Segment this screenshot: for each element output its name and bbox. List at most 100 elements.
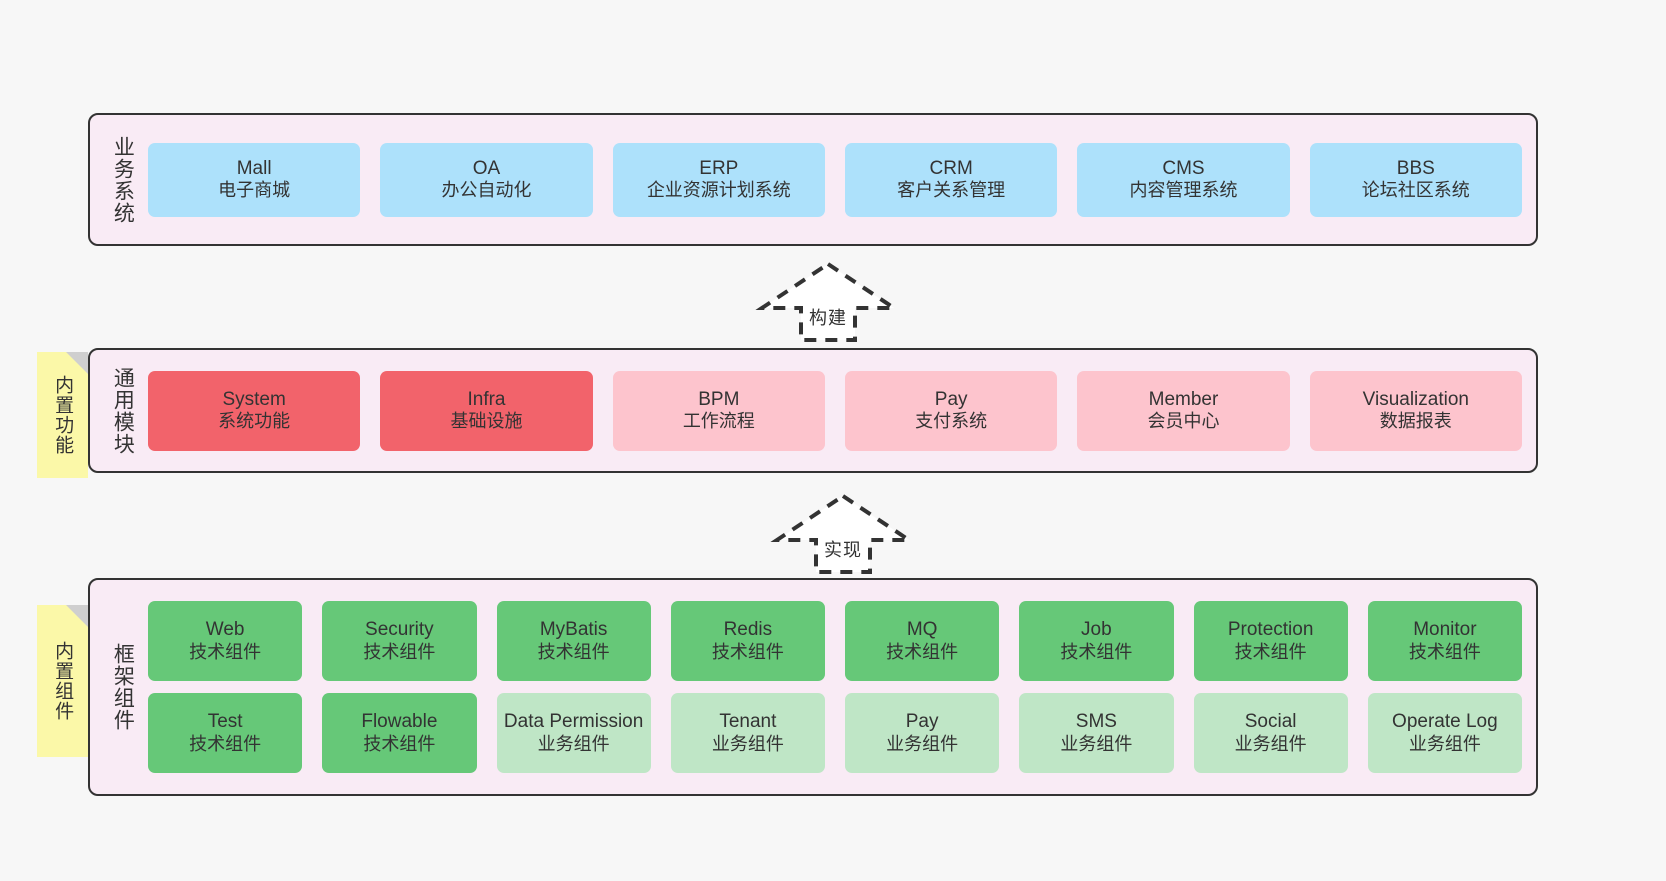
card-subtitle: 支付系统: [915, 411, 988, 432]
card-business-crm[interactable]: CRM 客户关系管理: [844, 142, 1058, 217]
framework-component-row-tech: Web 技术组件 Security 技术组件 MyBatis 技术组件 Redi…: [148, 601, 1522, 681]
card-subtitle: 客户关系管理: [897, 180, 1006, 201]
sticky-note-builtin-function: 内置功能: [37, 352, 88, 478]
card-title: Redis: [723, 619, 773, 641]
card-subtitle: 技术组件: [189, 733, 262, 754]
card-component-sms[interactable]: SMS 业务组件: [1019, 693, 1174, 773]
sticky-note-builtin-component: 内置组件: [37, 605, 88, 757]
card-component-tenant[interactable]: Tenant 业务组件: [670, 693, 825, 773]
arrow-up-dashed-icon: [755, 261, 901, 342]
card-subtitle: 技术组件: [363, 641, 436, 662]
card-title: Flowable: [361, 711, 438, 733]
card-title: Social: [1244, 711, 1297, 733]
card-title: Protection: [1227, 619, 1314, 641]
card-title: Operate Log: [1392, 711, 1498, 733]
card-subtitle: 业务组件: [1234, 733, 1307, 754]
layer-framework-component: 框架组件 Web 技术组件 Security 技术组件 MyBatis 技术组件…: [88, 578, 1538, 796]
card-module-bpm[interactable]: BPM 工作流程: [612, 370, 825, 451]
card-subtitle: 业务组件: [537, 733, 610, 754]
card-component-social[interactable]: Social 业务组件: [1193, 693, 1348, 773]
page-fold-icon: [66, 605, 88, 627]
sticky-note-text: 内置功能: [52, 375, 74, 455]
card-business-mall[interactable]: Mall 电子商城: [148, 142, 361, 217]
arrow-implement: 实现: [770, 493, 916, 574]
card-subtitle: 技术组件: [711, 641, 784, 662]
card-title: Infra: [467, 388, 506, 410]
card-component-flowable[interactable]: Flowable 技术组件: [322, 693, 477, 773]
layer-framework-component-body: Web 技术组件 Security 技术组件 MyBatis 技术组件 Redi…: [142, 580, 1536, 794]
layer-common-module-label: 通用模块: [111, 366, 135, 455]
card-module-pay[interactable]: Pay 支付系统: [844, 370, 1058, 451]
card-component-data-permission[interactable]: Data Permission 业务组件: [496, 693, 651, 773]
card-title: Monitor: [1413, 619, 1477, 641]
card-title: System: [222, 388, 286, 410]
card-subtitle: 业务组件: [1408, 733, 1481, 754]
card-component-security[interactable]: Security 技术组件: [322, 601, 477, 681]
card-component-protection[interactable]: Protection 技术组件: [1193, 601, 1348, 681]
common-module-row: System 系统功能 Infra 基础设施 BPM 工作流程 Pay 支付系统…: [148, 370, 1522, 451]
card-component-operate-log[interactable]: Operate Log 业务组件: [1367, 693, 1522, 773]
card-subtitle: 工作流程: [682, 411, 755, 432]
card-business-cms[interactable]: CMS 内容管理系统: [1077, 142, 1290, 217]
card-business-erp[interactable]: ERP 企业资源计划系统: [612, 142, 825, 217]
layer-business-system-body: Mall 电子商城 OA 办公自动化 ERP 企业资源计划系统 CRM 客户关系…: [142, 115, 1536, 244]
layer-common-module: 通用模块 System 系统功能 Infra 基础设施 BPM 工作流程 Pay…: [88, 348, 1538, 473]
card-module-system[interactable]: System 系统功能: [148, 370, 361, 451]
card-component-mq[interactable]: MQ 技术组件: [845, 601, 1000, 681]
card-subtitle: 会员中心: [1147, 411, 1220, 432]
card-subtitle: 技术组件: [363, 733, 436, 754]
page-fold-icon: [66, 352, 88, 374]
card-title: Mall: [236, 157, 272, 179]
arrow-up-dashed-icon: [770, 493, 916, 574]
card-title: Pay: [905, 711, 939, 733]
card-title: Test: [207, 711, 243, 733]
card-subtitle: 技术组件: [1060, 641, 1133, 662]
layer-business-system-label: 业务系统: [111, 135, 135, 224]
card-subtitle: 技术组件: [189, 641, 262, 662]
card-subtitle: 办公自动化: [441, 180, 532, 201]
card-title: Web: [205, 619, 245, 641]
card-subtitle: 系统功能: [218, 411, 291, 432]
card-subtitle: 内容管理系统: [1129, 180, 1238, 201]
framework-component-row-business: Test 技术组件 Flowable 技术组件 Data Permission …: [148, 693, 1522, 773]
card-title: CRM: [929, 157, 973, 179]
card-module-visualization[interactable]: Visualization 数据报表: [1309, 370, 1522, 451]
card-component-test[interactable]: Test 技术组件: [148, 693, 303, 773]
card-subtitle: 数据报表: [1379, 411, 1452, 432]
card-component-web[interactable]: Web 技术组件: [148, 601, 303, 681]
card-subtitle: 电子商城: [218, 180, 291, 201]
business-system-row: Mall 电子商城 OA 办公自动化 ERP 企业资源计划系统 CRM 客户关系…: [148, 142, 1522, 217]
card-business-oa[interactable]: OA 办公自动化: [380, 142, 593, 217]
layer-framework-component-label: 框架组件: [111, 643, 135, 731]
card-subtitle: 论坛社区系统: [1361, 180, 1470, 201]
card-component-job[interactable]: Job 技术组件: [1019, 601, 1174, 681]
card-title: MyBatis: [539, 619, 608, 641]
card-component-redis[interactable]: Redis 技术组件: [670, 601, 825, 681]
card-subtitle: 业务组件: [711, 733, 784, 754]
card-subtitle: 技术组件: [886, 641, 959, 662]
card-subtitle: 业务组件: [886, 733, 959, 754]
card-title: Job: [1081, 619, 1112, 641]
card-business-bbs[interactable]: BBS 论坛社区系统: [1309, 142, 1522, 217]
card-subtitle: 技术组件: [1234, 641, 1307, 662]
card-module-infra[interactable]: Infra 基础设施: [380, 370, 593, 451]
card-title: Tenant: [719, 711, 777, 733]
card-module-member[interactable]: Member 会员中心: [1077, 370, 1290, 451]
card-title: Visualization: [1362, 388, 1469, 410]
card-component-pay[interactable]: Pay 业务组件: [845, 693, 1000, 773]
card-title: OA: [472, 157, 501, 179]
card-component-monitor[interactable]: Monitor 技术组件: [1367, 601, 1522, 681]
card-component-mybatis[interactable]: MyBatis 技术组件: [496, 601, 651, 681]
arrow-build: 构建: [755, 261, 901, 342]
card-subtitle: 业务组件: [1060, 733, 1133, 754]
card-subtitle: 技术组件: [1408, 641, 1481, 662]
card-subtitle: 基础设施: [450, 411, 523, 432]
card-title: Member: [1148, 388, 1219, 410]
sticky-note-text: 内置组件: [52, 641, 74, 721]
card-title: SMS: [1075, 711, 1117, 733]
card-title: BBS: [1396, 157, 1435, 179]
card-title: MQ: [906, 619, 938, 641]
card-title: Data Permission: [503, 711, 644, 733]
card-title: Security: [365, 619, 434, 641]
